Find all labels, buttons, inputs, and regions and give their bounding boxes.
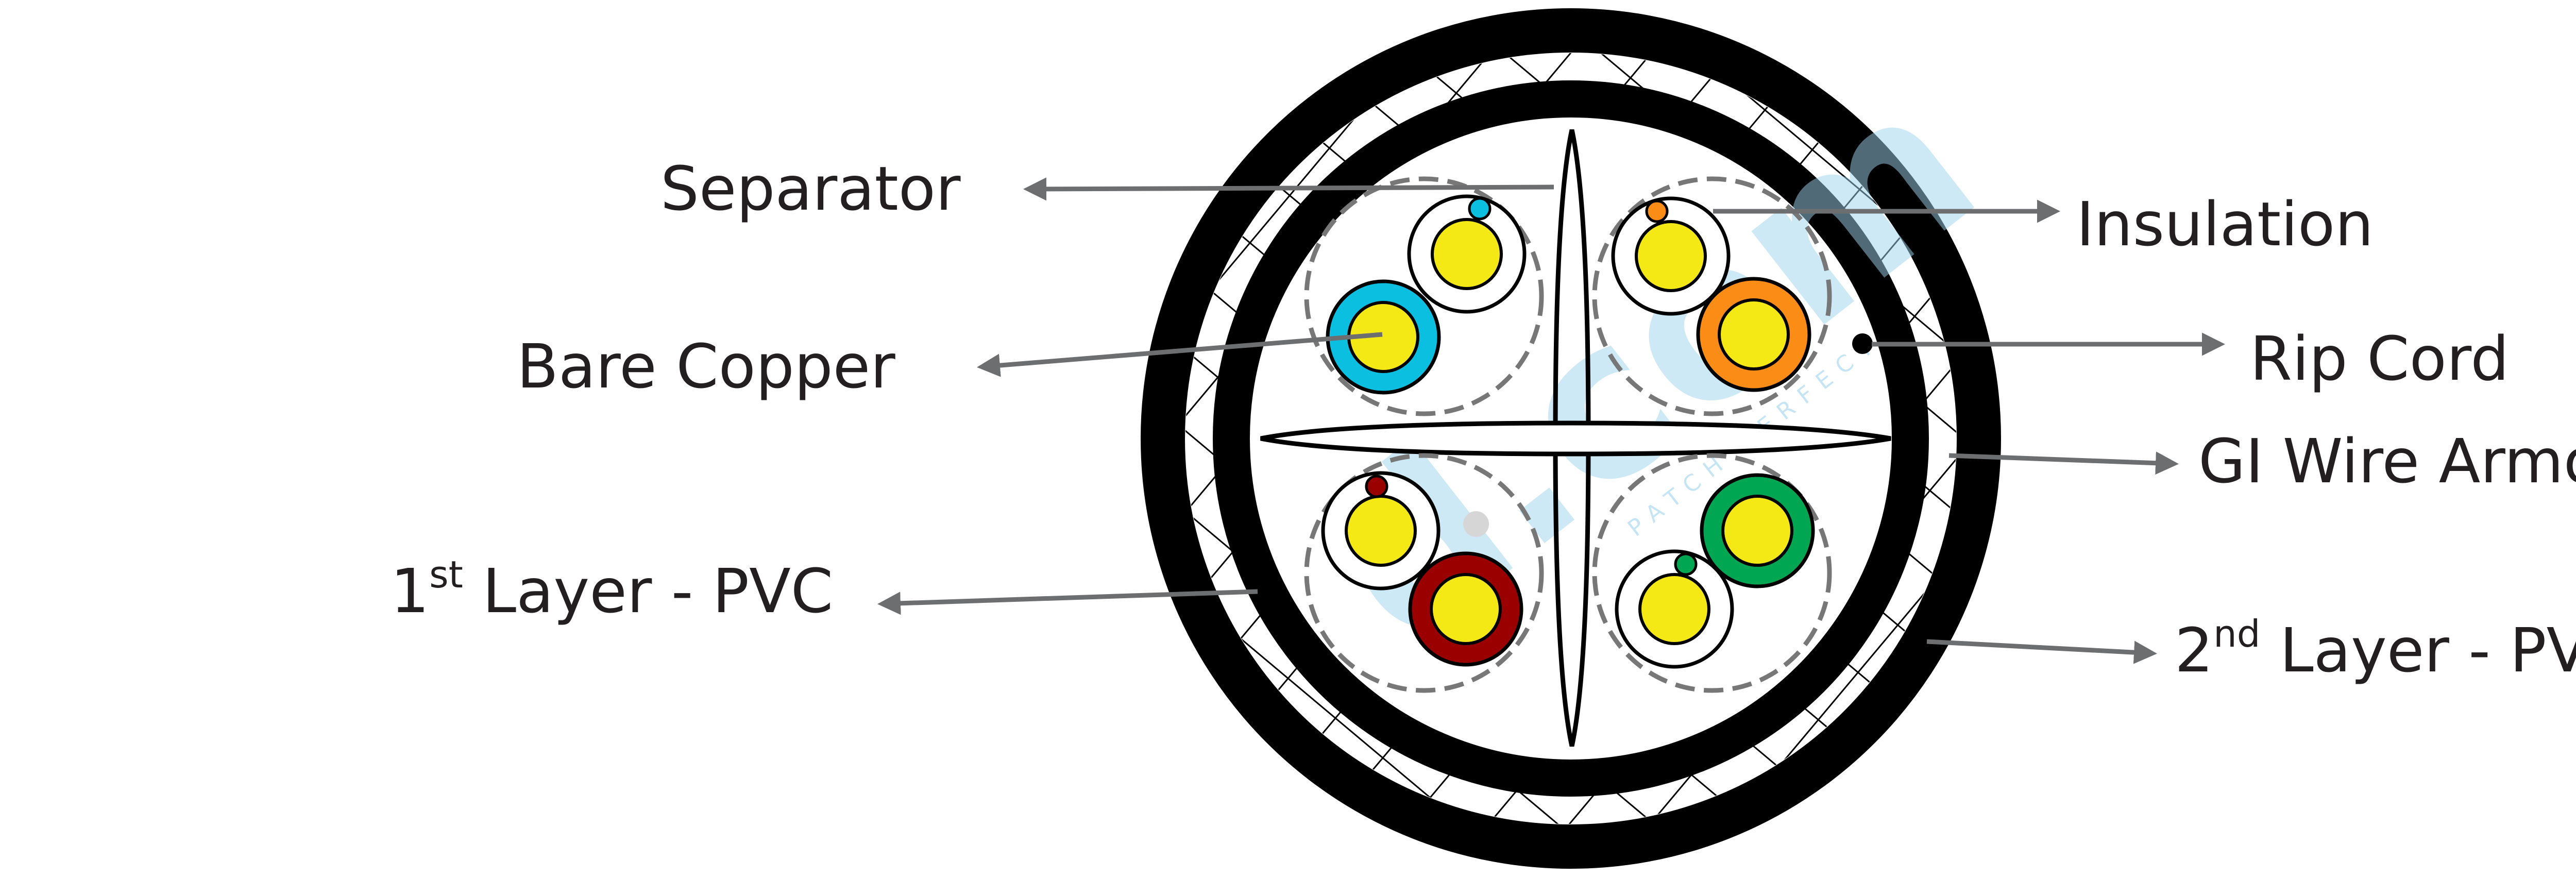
leader-2nd-layer: [1926, 639, 2157, 664]
cross-separator: [1260, 129, 1891, 747]
outer-pvc-jacket: [1141, 8, 2001, 869]
leader-gi-wire-armour: [1948, 451, 2179, 475]
leader-bare-copper: [977, 332, 1383, 377]
label-separator: Separator: [660, 153, 961, 224]
leader-1st-layer: [877, 589, 1258, 615]
pair-orange: [1592, 176, 1832, 416]
label-rip-cord: Rip Cord: [2250, 323, 2509, 394]
gi-wire-armour: [1185, 53, 1956, 824]
label-2nd-layer-pvc: 2nd Layer - PVC: [2175, 612, 2576, 686]
pair-green: [1592, 453, 1832, 693]
label-insulation: Insulation: [2076, 189, 2374, 260]
label-gi-wire-armour: GI Wire Armour: [2198, 426, 2576, 497]
pair-blue: [1304, 176, 1544, 416]
pair-red: [1304, 453, 1544, 693]
label-1st-layer-pvc: 1st Layer - PVC: [391, 553, 833, 627]
label-bare-copper: Bare Copper: [517, 331, 895, 402]
rip-cord: [1852, 333, 1873, 354]
leader-separator: [1023, 177, 1554, 201]
